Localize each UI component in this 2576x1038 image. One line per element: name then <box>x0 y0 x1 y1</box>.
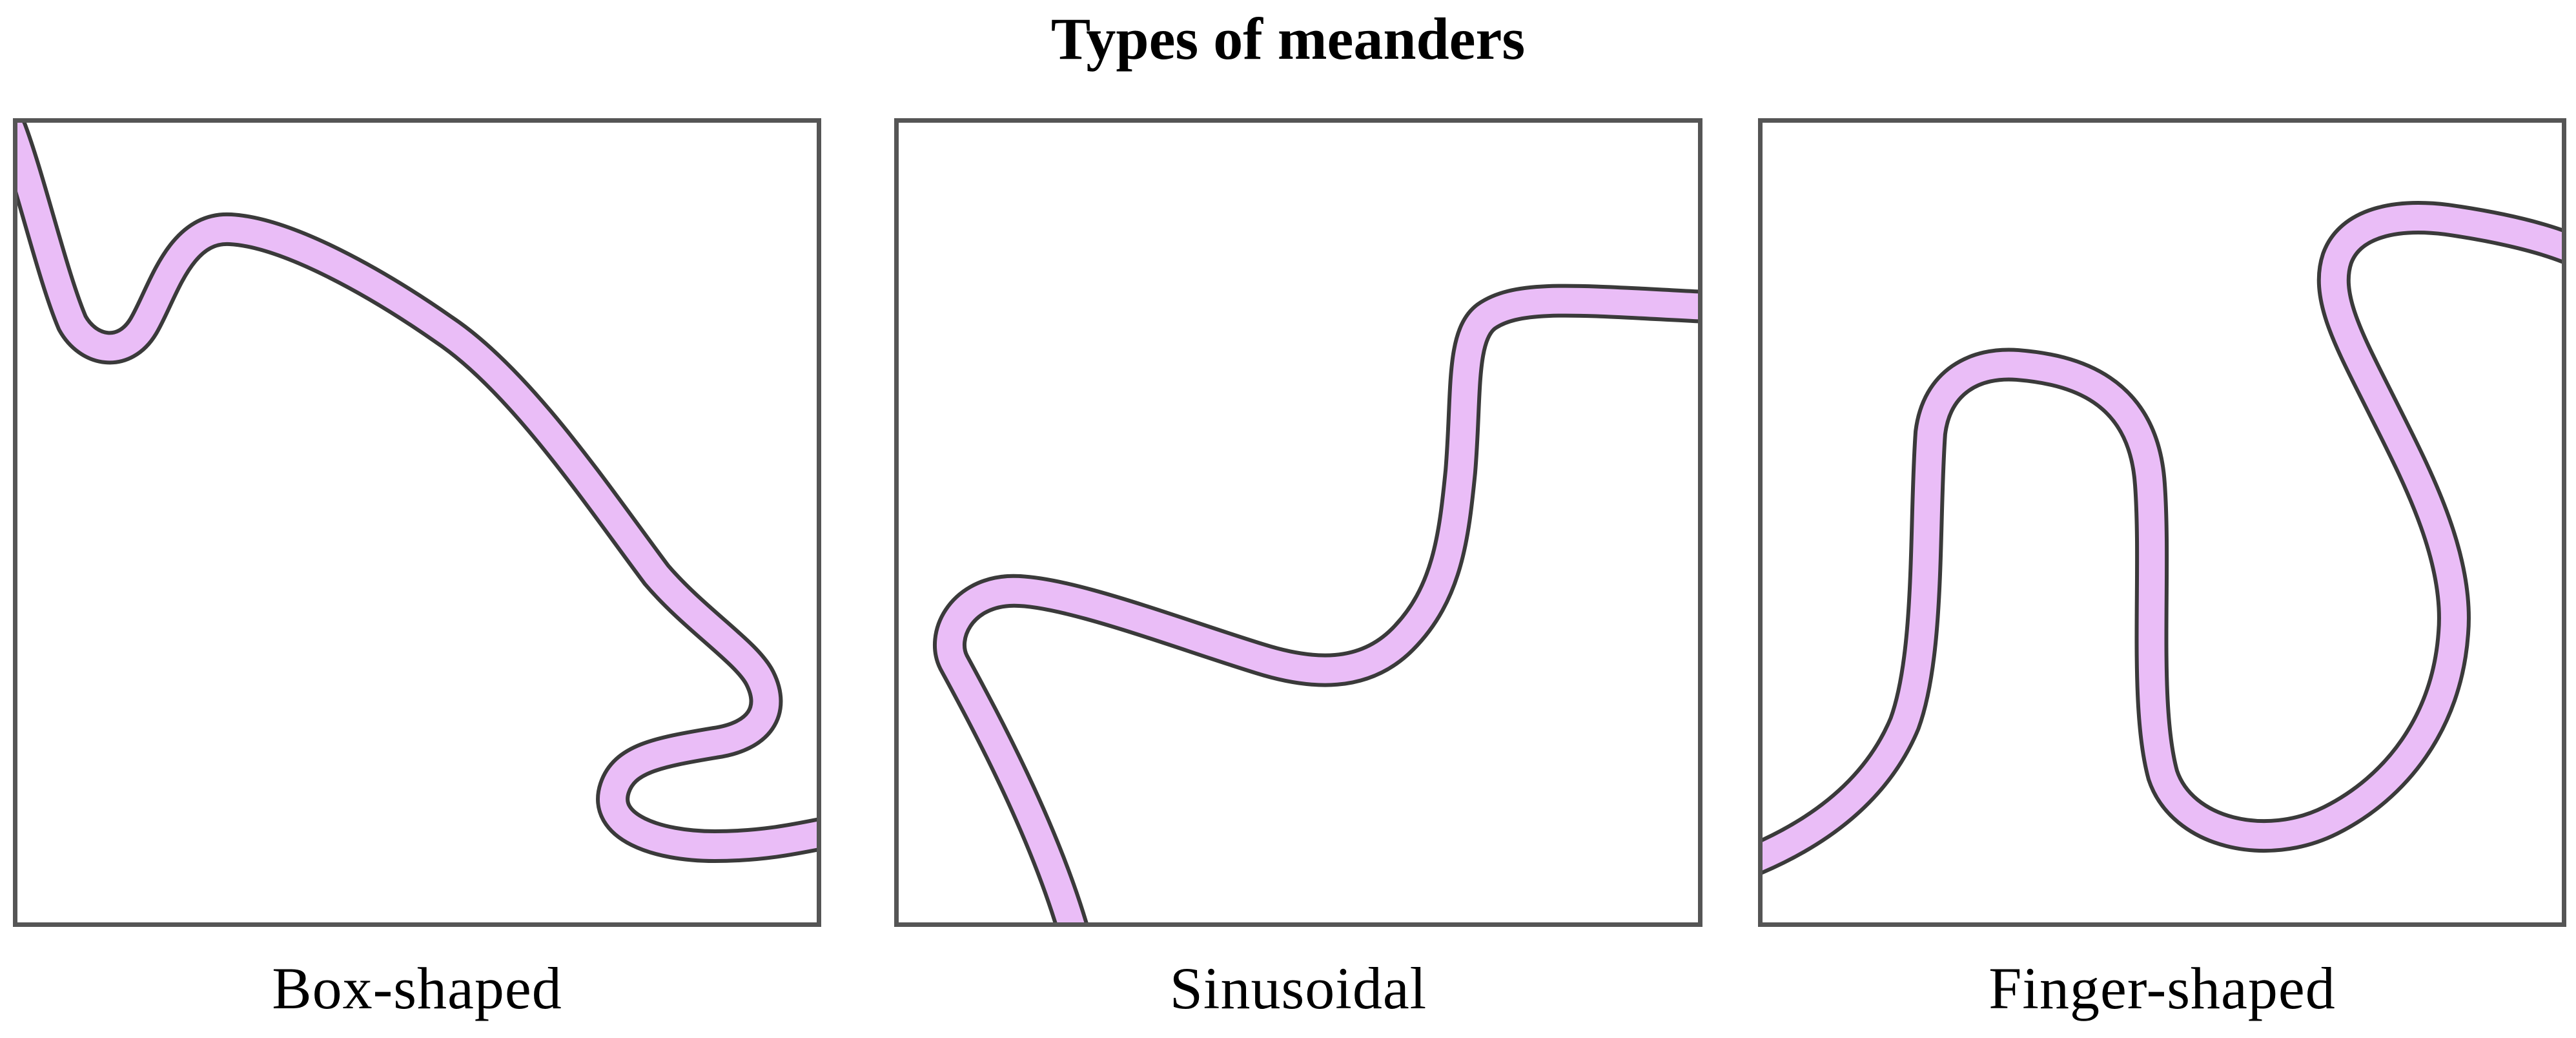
box-shaped-caption: Box-shaped <box>272 955 562 1021</box>
finger-shaped-river-drawing <box>1763 201 2562 875</box>
sinusoidal-river-outline <box>933 284 1698 922</box>
finger-shaped-panel <box>1758 118 2566 927</box>
sinusoidal-river <box>937 287 1698 922</box>
finger-shaped-river <box>1763 205 2562 871</box>
sinusoidal-panel <box>894 118 1702 927</box>
finger-shaped-caption: Finger-shaped <box>1988 955 2336 1021</box>
diagram-title: Types of meanders <box>1050 6 1526 72</box>
box-shaped-panel <box>13 118 821 927</box>
box-shaped-river <box>17 123 817 859</box>
sinusoidal-river-drawing <box>933 284 1698 922</box>
sinusoidal-caption: Sinusoidal <box>1169 955 1427 1021</box>
box-shaped-river-drawing <box>17 123 817 863</box>
